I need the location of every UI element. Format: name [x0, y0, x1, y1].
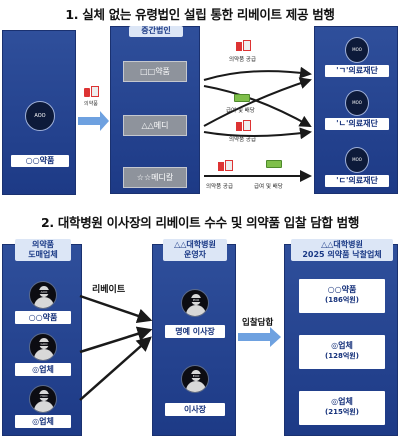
supplier-person-icon-1: AOO: [29, 281, 57, 309]
intermediary-company-1: □□약품: [123, 61, 187, 82]
supplier-tag-line2: 도매업체: [28, 250, 58, 259]
supply-arrow-1: [203, 66, 312, 81]
rebate-arrow-1: [79, 294, 153, 324]
supplier-person-icon-2: GOO: [29, 333, 57, 361]
winner-tag-line1: △△대학병원: [321, 240, 363, 249]
medicine-icon-3: [218, 160, 234, 172]
winner-tag-line2: 2025 의약품 낙찰업체: [302, 250, 382, 259]
section2-title: 2. 대학병원 이사장의 리베이트 수수 및 의약품 입찰 담합 범행: [40, 215, 360, 230]
winner-amount-3: (215억원): [325, 408, 359, 416]
medicine-icon-1: [236, 40, 252, 52]
winner-amount-2: (128억원): [325, 352, 359, 360]
supplier-person-icon-3: HOO: [29, 385, 57, 413]
supplier-panel: 의약품 도매업체 AOO ○○약품 GOO ◎업체 HOO ◎업체: [2, 239, 82, 436]
operator-icon-2-text: EOO: [190, 374, 202, 378]
rebate-arrow-3: [79, 336, 152, 401]
foundation-icon-3-text: MOO: [352, 157, 362, 162]
supply-label-2: 의약품 공급: [229, 137, 257, 143]
operator-tag-line2: 운영자: [183, 250, 207, 259]
foundation-label-3: 'ㄷ'의료재단: [325, 175, 389, 187]
operator-label-2: 이사장: [165, 403, 225, 416]
medicine-icon-pharma: [84, 86, 100, 98]
intermediary-tag: 중간법인: [129, 26, 183, 37]
winner-panel: △△대학병원 2025 의약품 낙찰업체 ○○약품 (186억원) ◎업체 (1…: [284, 239, 398, 436]
supply-label-3: 의약품 공급: [206, 184, 234, 190]
intermediary-company-3: ☆☆메디칼: [123, 167, 187, 188]
supplier-icon-1-text: AOO: [38, 290, 50, 294]
winner-tag: △△대학병원 2025 의약품 낙찰업체: [291, 239, 393, 261]
rebate-label: 리베이트: [92, 285, 126, 295]
pharma-icon-text: AOO: [34, 113, 46, 119]
foundation-panel: MOO 'ㄱ'의료재단 MOO 'ㄴ'의료재단 MOO 'ㄷ'의료재단: [314, 26, 398, 194]
supplier-tag: 의약품 도매업체: [15, 239, 71, 261]
payment-label-1: 급여 및 배당: [226, 108, 255, 114]
winner-box-1: ○○약품 (186억원): [299, 279, 385, 313]
section1-title: 1. 실체 없는 유령법인 설립 통한 리베이트 제공 범행: [65, 7, 335, 22]
intermediary-panel: 중간법인 □□약품 △△메디 ☆☆메디칼: [110, 26, 200, 194]
pharma-panel: AOO ○○약품: [2, 30, 76, 195]
winner-name-1: ○○약품: [327, 285, 357, 294]
payment-label-2: 급여 및 배당: [254, 184, 283, 190]
foundation-icon-3: MOO: [345, 147, 369, 173]
winner-amount-1: (186억원): [325, 296, 359, 304]
operator-tag-line1: △△대학병원: [174, 240, 216, 249]
medicine-icon-2: [236, 120, 252, 132]
supply-arrow-2: [203, 127, 312, 140]
supplier-icon-2-text: GOO: [38, 342, 50, 346]
foundation-icon-1-text: MOO: [352, 47, 362, 52]
rebate-arrow-2: [79, 326, 153, 354]
pharma-to-intermediary-arrow: [78, 111, 109, 131]
winner-name-3: ◎업체: [331, 397, 353, 406]
foundation-icon-2: MOO: [345, 90, 369, 116]
bid-rigging-label: 입찰담합: [242, 318, 274, 328]
bid-rigging-arrow: [238, 327, 281, 347]
supply-label-1: 의약품 공급: [229, 57, 257, 63]
money-icon-2: [266, 160, 282, 168]
supplier-tag-line1: 의약품: [31, 240, 55, 249]
winner-name-2: ◎업체: [331, 341, 353, 350]
operator-panel: △△대학병원 운영자 POO 명예 이사장 EOO 이사장: [152, 239, 236, 436]
supplier-label-2: ◎업체: [15, 363, 71, 376]
medicine-small-label: 의약품: [84, 101, 98, 107]
foundation-icon-1: MOO: [345, 37, 369, 63]
foundation-label-1: 'ㄱ'의료재단: [325, 65, 389, 77]
operator-label-1: 명예 이사장: [165, 325, 225, 338]
winner-box-2: ◎업체 (128억원): [299, 335, 385, 369]
winner-box-3: ◎업체 (215억원): [299, 391, 385, 425]
intermediary-company-2: △△메디: [123, 115, 187, 136]
operator-person-icon-2: EOO: [181, 365, 209, 393]
supplier-label-3: ◎업체: [15, 415, 71, 428]
operator-icon-1-text: POO: [190, 298, 202, 302]
pharma-building-icon: AOO: [25, 101, 55, 131]
operator-person-icon-1: POO: [181, 289, 209, 317]
supplier-icon-3-text: HOO: [38, 394, 50, 398]
cross-arrow-b: [203, 77, 312, 127]
money-icon-1: [234, 94, 250, 102]
pharma-label: ○○약품: [11, 155, 69, 167]
operator-tag: △△대학병원 운영자: [163, 239, 227, 261]
supplier-label-1: ○○약품: [15, 311, 71, 324]
foundation-label-2: 'ㄴ'의료재단: [325, 118, 389, 130]
foundation-icon-2-text: MOO: [352, 100, 362, 105]
